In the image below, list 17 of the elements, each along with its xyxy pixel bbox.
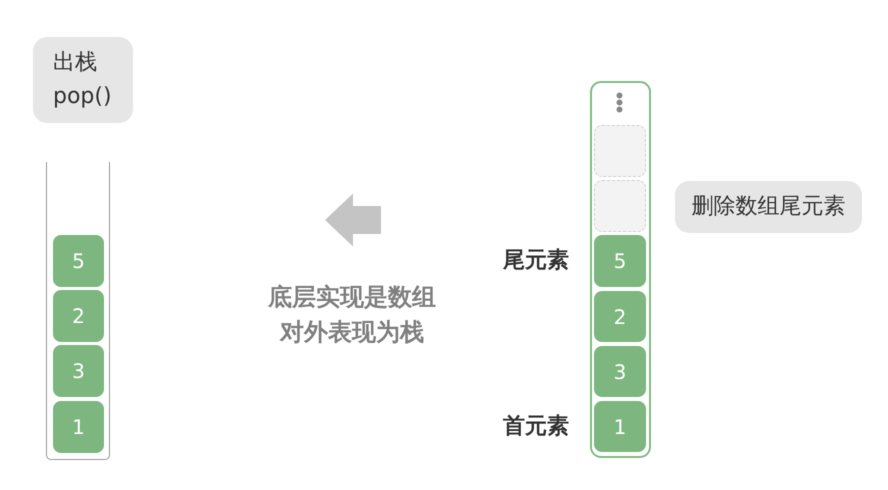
operation-box: 出栈 pop() — [33, 37, 133, 123]
array-container — [590, 81, 651, 458]
empty-slot — [594, 180, 646, 232]
operation-box: 删除数组尾元素 — [675, 181, 862, 233]
empty-slot — [594, 125, 646, 177]
side-label: 尾元素 — [503, 247, 569, 275]
element-box: 2 — [594, 291, 646, 342]
element-box: 1 — [53, 401, 104, 453]
element-box: 3 — [53, 345, 104, 397]
element-box: 3 — [594, 346, 646, 397]
stack-tube — [46, 162, 110, 460]
note-text: 底层实现是数组对外表现为栈 — [266, 282, 437, 348]
element-box: 5 — [594, 235, 646, 287]
side-label: 首元素 — [503, 412, 569, 440]
element-box: 5 — [53, 235, 104, 287]
element-box: 1 — [594, 401, 646, 452]
element-box: 2 — [53, 290, 104, 342]
